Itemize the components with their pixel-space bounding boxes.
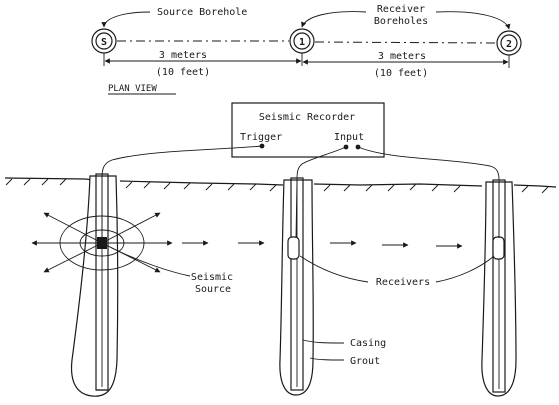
receiver-boreholes-label-line2: Boreholes xyxy=(374,16,428,27)
grout-leader xyxy=(309,357,345,361)
receiver2-leader-arrow xyxy=(435,11,511,30)
trigger-label: Trigger xyxy=(240,132,282,143)
distance-2-feet: (10 feet) xyxy=(374,68,428,79)
source-borehole-label: Source Borehole xyxy=(157,7,247,18)
trigger-cable xyxy=(101,145,263,240)
wave-propagation-arrows xyxy=(182,240,463,249)
receiver1-leader-arrow xyxy=(301,11,367,28)
cross-section: Seismic Recorder Trigger Input xyxy=(4,102,557,397)
grout-label: Grout xyxy=(350,356,380,367)
seismic-source-label-line1: Seismic xyxy=(191,272,233,283)
seismic-recorder-title: Seismic Recorder xyxy=(259,112,355,123)
source-borehole-symbol: S xyxy=(91,28,117,54)
receiver1-cable xyxy=(295,146,347,239)
distance-1-feet: (10 feet) xyxy=(156,67,210,78)
source-borehole xyxy=(70,173,119,397)
source-symbol-letter: S xyxy=(101,37,107,48)
receiver2-borehole-symbol: 2 xyxy=(496,30,522,56)
casing-leader xyxy=(302,339,345,344)
receiver-2-sensor xyxy=(492,236,505,260)
alignment-line-2 xyxy=(314,41,497,44)
source-borehole-grout xyxy=(70,175,119,397)
receiver-1-sensor xyxy=(287,236,300,260)
seismic-source-waves xyxy=(31,212,173,273)
plan-view: S 1 2 Source Borehole Receiver Boreholes… xyxy=(91,4,522,95)
receiver2-cable xyxy=(357,146,500,238)
seismic-source-label-line2: Source xyxy=(195,284,231,295)
ground-surface xyxy=(4,177,557,194)
seismic-source-leader xyxy=(109,246,191,277)
receivers-label: Receivers xyxy=(376,277,430,288)
receiver-boreholes-label-line1: Receiver xyxy=(377,4,425,15)
receiver1-borehole-symbol: 1 xyxy=(289,28,315,54)
receiver2-borehole xyxy=(481,179,517,397)
receivers-leader-1 xyxy=(299,255,369,283)
source-leader-arrow xyxy=(101,11,151,28)
receiver1-symbol-number: 1 xyxy=(299,37,305,48)
receivers-leader-2 xyxy=(435,255,495,283)
seismic-recorder-box xyxy=(231,102,385,158)
input-label: Input xyxy=(334,132,364,143)
distance-1-meters: 3 meters xyxy=(159,50,207,61)
plan-view-caption: PLAN VIEW xyxy=(108,84,157,94)
receiver2-symbol-number: 2 xyxy=(506,39,512,50)
seismic-source-device xyxy=(97,237,107,249)
casing-label: Casing xyxy=(350,338,386,349)
distance-2-meters: 3 meters xyxy=(378,51,426,62)
